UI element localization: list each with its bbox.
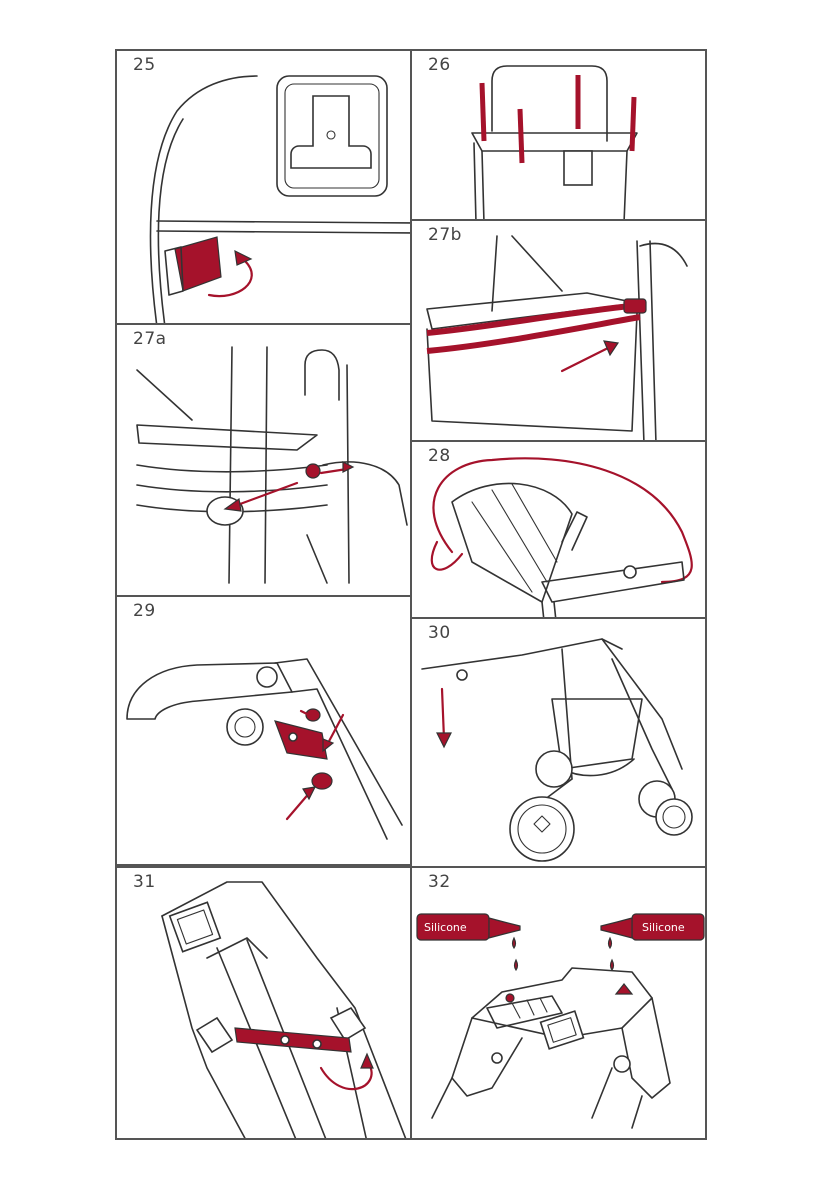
silicone-bottle-left: Silicone [417,914,520,940]
panel-step-26: 26 [410,49,707,221]
silicone-label-left: Silicone [424,921,467,934]
illustration-handlebar-release [117,597,412,866]
panel-step-27b: 27b [410,219,707,442]
silicone-bottle-right: Silicone [601,914,704,940]
illustration-rain-cover [412,442,707,619]
panel-step-25: 25 [115,49,412,325]
illustration-frame-lever [117,868,412,1140]
panel-step-28: 28 [410,440,707,619]
illustration-hood-strap [117,51,412,325]
panel-step-32: 32 Silicone Silicone [410,866,707,1140]
illustration-carrycot-side-rail [412,221,707,442]
illustration-folded-stroller [412,619,707,868]
illustration-frame-lock [117,325,412,597]
illustration-silicone-lubrication: Silicone Silicone [412,868,707,1140]
silicone-label-right: Silicone [642,921,685,934]
illustration-carrycot-rods [412,51,707,221]
panel-step-27a: 27a [115,323,412,597]
panel-step-29: 29 [115,595,412,866]
panel-step-30: 30 [410,617,707,868]
panel-step-31: 31 [115,866,412,1140]
